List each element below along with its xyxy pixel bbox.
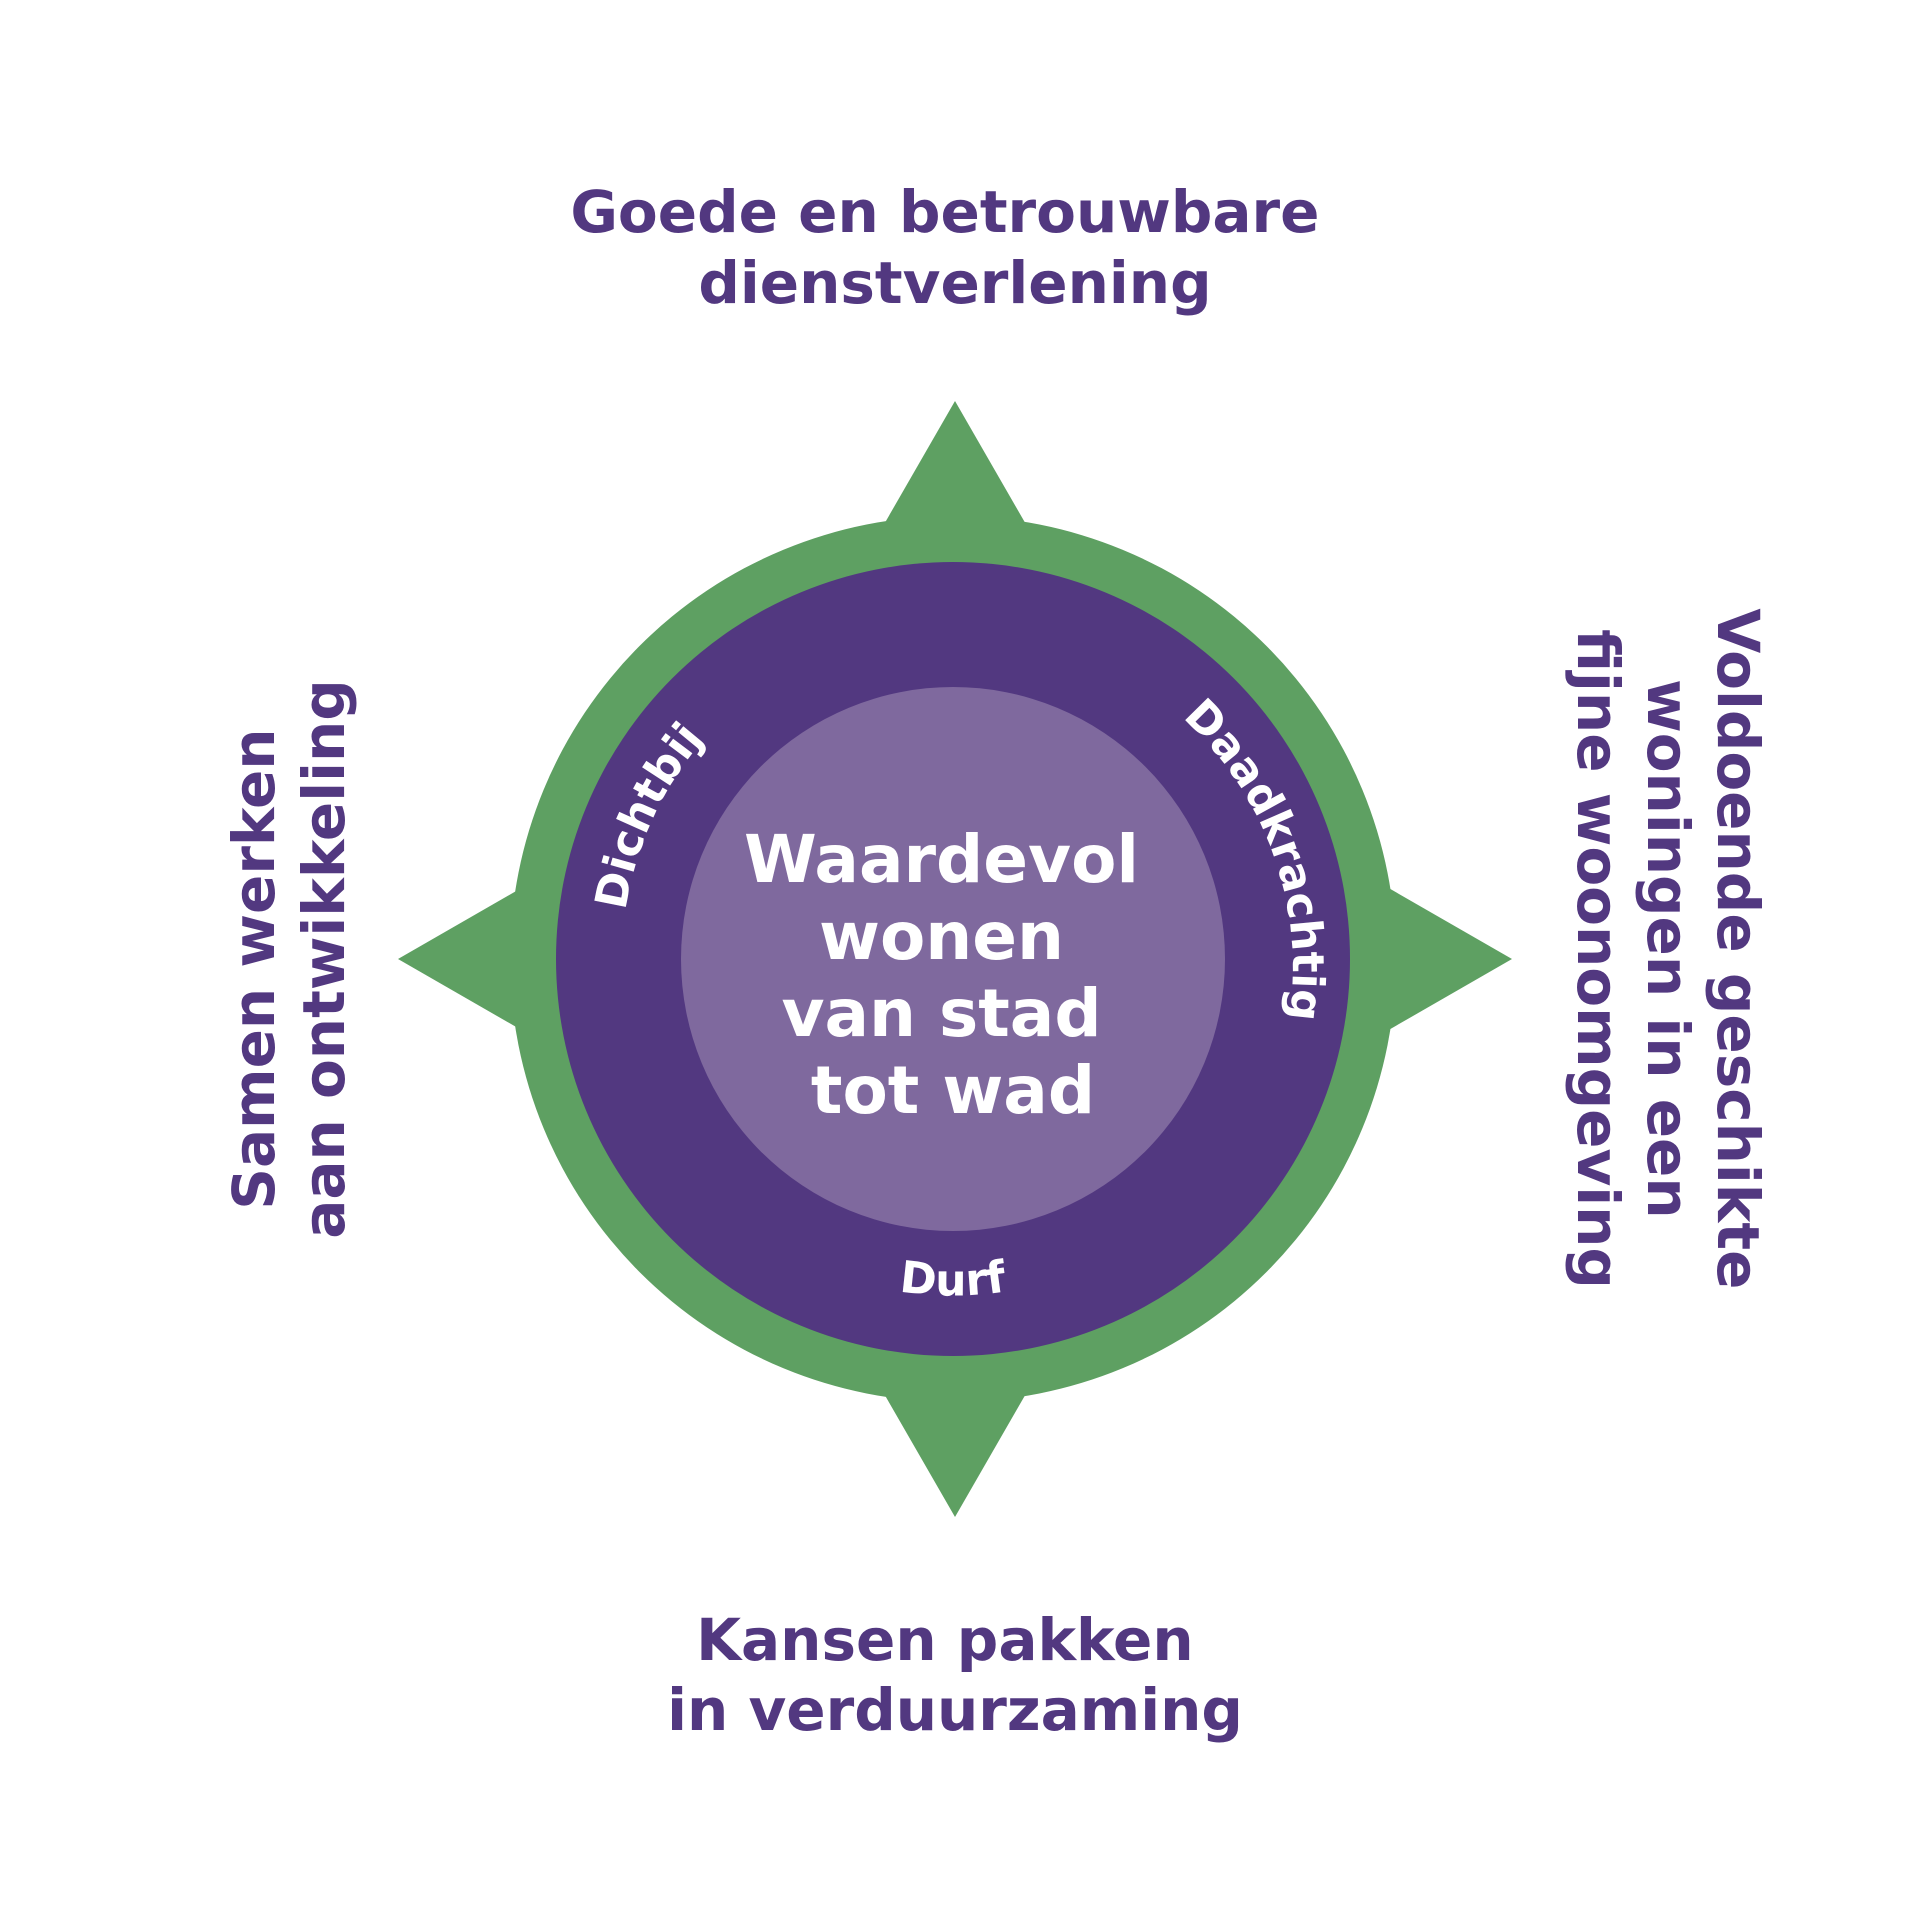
svg-text:Voldoende geschikte woni: Voldoende geschikte woningen in een fijn… [1564,608,1772,1309]
goal-left-line-1: Samen werken [220,728,288,1209]
center-title-line-2: wonen [819,898,1064,975]
center-title-line-4: tot wad [811,1052,1095,1129]
goal-top-line-1: Goede en betrouwbare [570,178,1319,246]
svg-text:Waardevol wonen van st: Waardevol wonen van stad tot wad [744,821,1162,1129]
goal-left-line-2: aan ontwikkeling [290,679,358,1239]
goal-right-line-3: fijne woonomgeving [1564,629,1632,1289]
goal-bottom-line-2: in verduurzaming [667,1676,1243,1744]
svg-text:Kansen pakken in verduurza: Kansen pakken in verduurzaming [667,1606,1243,1744]
compass-point-south [875,1378,1035,1517]
goal-right-line-2: woningen in een [1634,679,1702,1219]
center-title-line-3: van stad [781,975,1101,1052]
compass-point-west [398,879,537,1039]
svg-text:Samen werken aan ontwikk: Samen werken aan ontwikkeling [220,679,358,1239]
goal-right-line-1: Voldoende geschikte [1704,608,1772,1289]
value-durf: Durf [898,1252,1010,1307]
goal-bottom-line-1: Kansen pakken [696,1606,1194,1674]
center-circle [681,687,1225,1231]
compass-point-east [1373,879,1512,1039]
svg-text:Goede en betrouwbare diens: Goede en betrouwbare dienstverlening [570,178,1339,317]
svg-text:Durf: Durf [898,1252,1010,1307]
center-title-line-1: Waardevol [744,821,1139,898]
goal-top-line-2: dienstverlening [698,249,1211,317]
compass-point-north [875,401,1035,540]
